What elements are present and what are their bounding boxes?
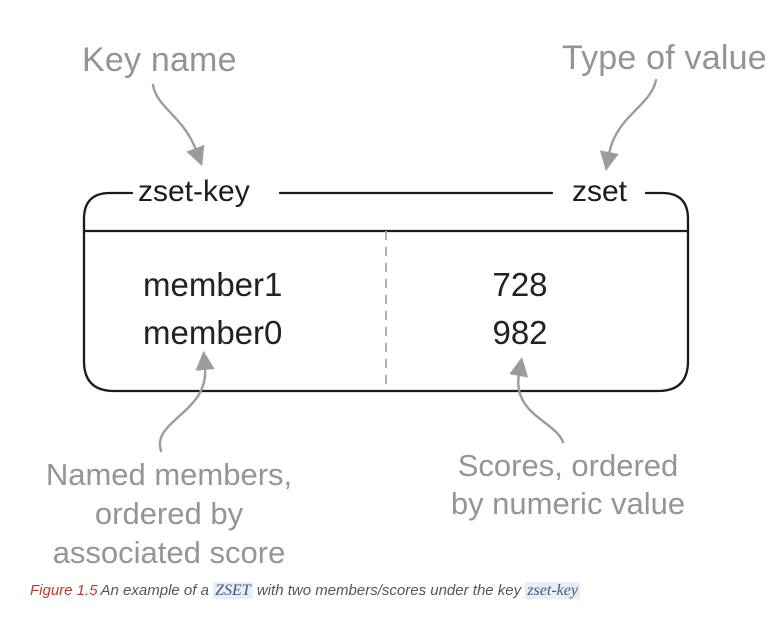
member-row-1-score: 982 bbox=[492, 314, 548, 351]
scores-note-arrow bbox=[509, 356, 565, 444]
caption-code-zset: ZSET bbox=[213, 582, 253, 599]
member-row-0-score: 728 bbox=[492, 266, 548, 303]
type-of-value-label: Type of value bbox=[562, 39, 767, 77]
caption-text: with two members/scores under the key bbox=[252, 582, 526, 599]
members-note-arrow bbox=[158, 350, 215, 453]
key-name-arrow bbox=[151, 83, 205, 167]
member-row-1-name: member0 bbox=[143, 314, 283, 351]
figure-number-label: Figure 1.5 bbox=[30, 582, 98, 599]
members-note-line: ordered by bbox=[94, 496, 244, 531]
scores-note-line: by numeric value bbox=[450, 486, 686, 521]
zset-type-label: zset bbox=[572, 175, 628, 208]
key-name-label: Key name bbox=[82, 41, 237, 79]
type-of-value-arrow bbox=[599, 78, 658, 171]
members-note-line: associated score bbox=[52, 535, 286, 570]
caption-text: An example of a bbox=[100, 582, 214, 599]
zset-key-name: zset-key bbox=[138, 175, 250, 208]
members-note: Named members, ordered by associated sco… bbox=[13, 455, 325, 572]
zset-box-outline bbox=[82, 191, 690, 393]
scores-note-line: Scores, ordered bbox=[457, 448, 679, 483]
caption-code-zset-key: zset-key bbox=[525, 582, 580, 599]
scores-note: Scores, ordered by numeric value bbox=[418, 447, 718, 523]
members-note-line: Named members, bbox=[45, 457, 293, 492]
member-row-0-name: member1 bbox=[143, 266, 283, 303]
